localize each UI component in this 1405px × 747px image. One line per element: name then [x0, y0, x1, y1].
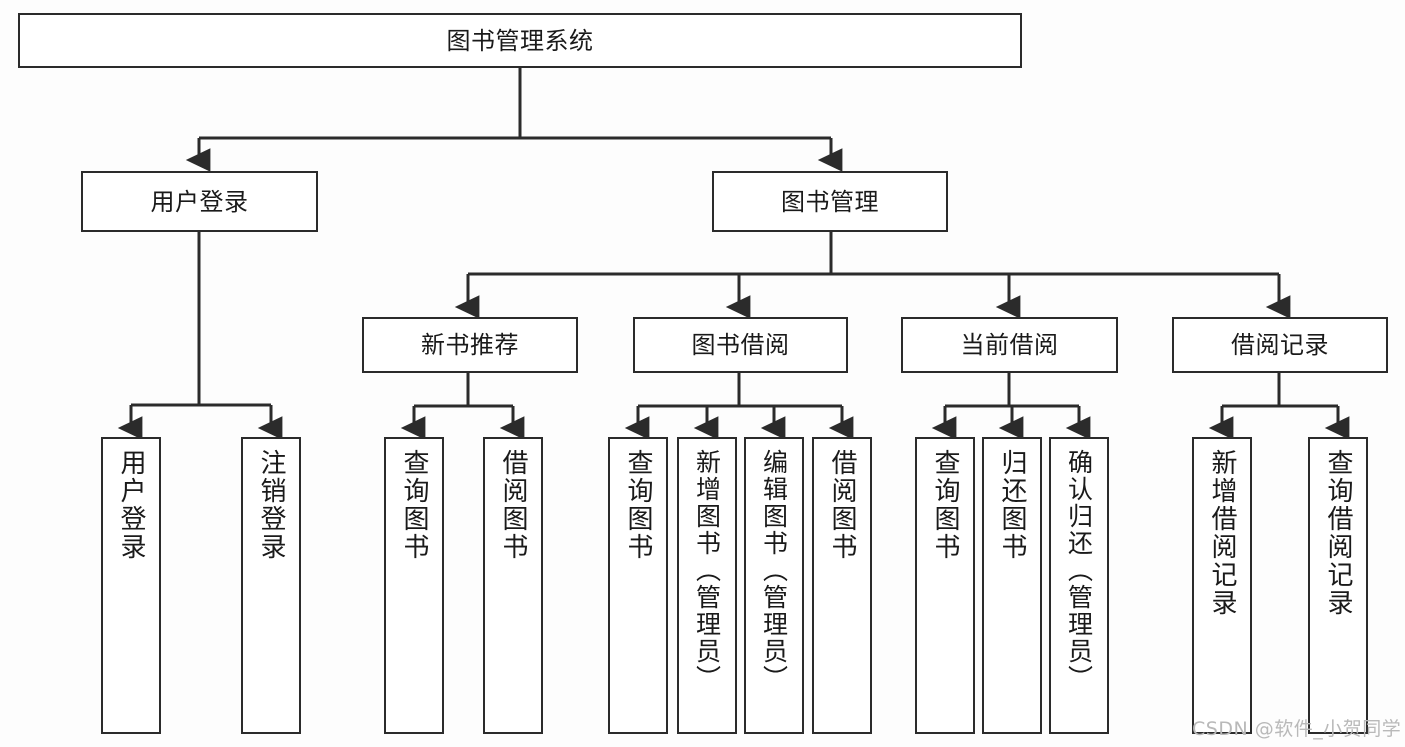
leaf-add-book-admin[interactable]: 新增图书（管理员） — [677, 437, 737, 734]
node-label: 图书管理系统 — [446, 26, 594, 55]
node-label: 查询图书 — [399, 449, 430, 561]
node-label: 借阅图书 — [498, 449, 529, 561]
node-label: 归还图书 — [997, 449, 1028, 561]
node-label: 当前借阅 — [960, 331, 1059, 359]
leaf-query-books-recommendation[interactable]: 查询图书 — [384, 437, 444, 734]
leaf-user-login[interactable]: 用户登录 — [101, 437, 161, 734]
node-label: 编辑图书（管理员） — [759, 449, 789, 692]
leaf-query-books-current[interactable]: 查询图书 — [915, 437, 975, 734]
node-current-borrowing[interactable]: 当前借阅 — [901, 317, 1118, 373]
node-user-login[interactable]: 用户登录 — [81, 171, 318, 232]
leaf-return-books[interactable]: 归还图书 — [982, 437, 1042, 734]
node-root-book-management-system[interactable]: 图书管理系统 — [18, 13, 1022, 68]
leaf-edit-book-admin[interactable]: 编辑图书（管理员） — [744, 437, 804, 734]
node-label: 确认归还（管理员） — [1064, 449, 1094, 692]
leaf-query-books-borrow[interactable]: 查询图书 — [608, 437, 668, 734]
node-label: 注销登录 — [256, 449, 287, 561]
node-label: 借阅图书 — [827, 449, 858, 561]
leaf-borrow-books[interactable]: 借阅图书 — [812, 437, 872, 734]
leaf-borrow-books-recommendation[interactable]: 借阅图书 — [483, 437, 543, 734]
node-new-book-recommendation[interactable]: 新书推荐 — [362, 317, 578, 373]
leaf-query-borrowing-record[interactable]: 查询借阅记录 — [1308, 437, 1368, 734]
node-label: 新增借阅记录 — [1207, 449, 1238, 617]
node-label: 用户登录 — [116, 449, 147, 561]
leaf-add-borrowing-record[interactable]: 新增借阅记录 — [1192, 437, 1252, 734]
leaf-logout[interactable]: 注销登录 — [241, 437, 301, 734]
node-label: 新书推荐 — [421, 331, 519, 359]
node-label: 查询借阅记录 — [1323, 449, 1354, 617]
node-book-management[interactable]: 图书管理 — [712, 171, 948, 232]
leaf-confirm-return-admin[interactable]: 确认归还（管理员） — [1049, 437, 1109, 734]
node-label: 查询图书 — [930, 449, 961, 561]
node-label: 图书借阅 — [691, 331, 790, 359]
node-label: 新增图书（管理员） — [692, 449, 722, 692]
node-label: 图书管理 — [781, 187, 879, 216]
node-label: 查询图书 — [623, 449, 654, 561]
csdn-watermark: CSDN @软件_小贺同学 — [1192, 718, 1402, 740]
node-label: 借阅记录 — [1231, 331, 1329, 359]
node-borrowing-records[interactable]: 借阅记录 — [1172, 317, 1388, 373]
node-book-borrowing[interactable]: 图书借阅 — [633, 317, 848, 373]
node-label: 用户登录 — [150, 187, 249, 216]
